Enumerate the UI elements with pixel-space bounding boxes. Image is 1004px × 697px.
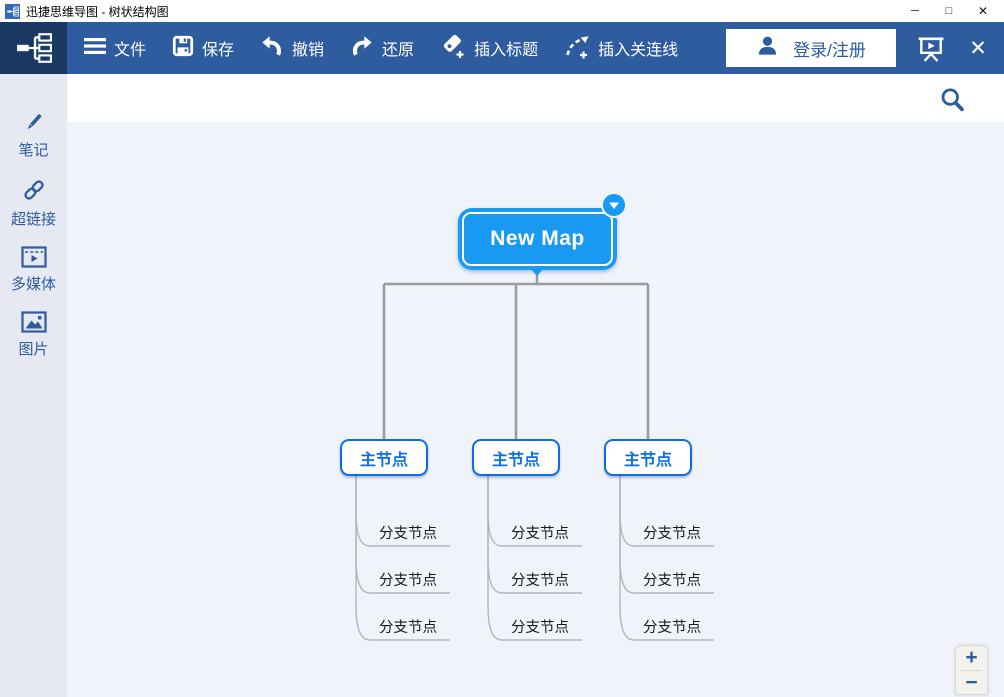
media-icon [20, 246, 47, 272]
tag-plus-icon [440, 33, 466, 64]
undo-icon [260, 34, 284, 63]
root-node-dropdown-button[interactable] [601, 192, 627, 218]
sidebar-label-image: 图片 [18, 341, 49, 358]
login-register-button[interactable]: 登录/注册 [726, 29, 896, 67]
save-label: 保存 [202, 42, 235, 59]
menu-icon [84, 37, 106, 60]
sidebar-label-hyperlink: 超链接 [10, 211, 56, 228]
save-icon [172, 35, 194, 62]
chevron-down-icon [609, 202, 619, 209]
zoom-control: + − [955, 645, 988, 695]
root-node-label: New Map [462, 212, 613, 266]
undo-button[interactable]: 撤销 [260, 34, 324, 63]
root-node-connector-notch [531, 269, 543, 276]
main-node-2[interactable]: 主节点 [472, 439, 560, 476]
branch-node[interactable]: 分支节点 [643, 620, 701, 636]
file-button[interactable]: 文件 [84, 36, 146, 60]
redo-label: 还原 [382, 42, 415, 59]
branch-node[interactable]: 分支节点 [643, 573, 701, 589]
sidebar-item-image[interactable]: 图片 [0, 311, 67, 358]
user-icon [756, 34, 779, 62]
sidebar-label-multimedia: 多媒体 [10, 276, 56, 293]
insert-title-label: 插入标题 [474, 42, 539, 59]
branch-node[interactable]: 分支节点 [643, 526, 701, 542]
branch-node[interactable]: 分支节点 [511, 526, 569, 542]
search-icon[interactable] [938, 86, 966, 114]
connector-lines [355, 270, 714, 641]
window-controls: ─ □ ✕ [898, 0, 1000, 22]
zoom-divider [961, 669, 982, 671]
titlebar: 迅捷思维导图 - 树状结构图 ─ □ ✕ [0, 0, 1004, 22]
mindmap-canvas[interactable]: New Map 主节点 主节点 主节点 分支节点 分支节点 分支节点 分支节点 … [67, 122, 1004, 697]
sidebar-label-notes: 笔记 [18, 142, 49, 159]
close-window-button[interactable]: ✕ [977, 4, 989, 18]
link-icon [21, 177, 47, 207]
branch-node[interactable]: 分支节点 [379, 620, 437, 636]
root-node[interactable]: New Map [458, 208, 617, 270]
toolbar-items: 文件 保存 [84, 22, 678, 74]
insert-title-button[interactable]: 插入标题 [440, 33, 538, 64]
app-logo-icon [5, 3, 20, 19]
sidebar-item-multimedia[interactable]: 多媒体 [0, 246, 67, 293]
insert-relation-button[interactable]: 插入关连线 [564, 33, 678, 64]
undo-label: 撤销 [292, 42, 325, 59]
window-title: 迅捷思维导图 - 树状结构图 [26, 4, 169, 19]
redo-icon [350, 34, 374, 63]
maximize-button[interactable]: □ [945, 5, 953, 17]
relation-line-plus-icon [564, 33, 590, 64]
image-icon [20, 311, 47, 337]
redo-button[interactable]: 还原 [350, 34, 414, 63]
main-node-3[interactable]: 主节点 [604, 439, 692, 476]
sidebar: 笔记 超链接 多媒体 [0, 74, 67, 697]
minimize-button[interactable]: ─ [911, 5, 919, 17]
main-node-1[interactable]: 主节点 [340, 439, 428, 476]
branch-node[interactable]: 分支节点 [511, 620, 569, 636]
toolbar: 文件 保存 [0, 22, 1004, 74]
insert-relation-label: 插入关连线 [598, 42, 679, 59]
canvas-topbar [67, 74, 1004, 122]
login-register-label: 登录/注册 [793, 40, 866, 60]
presentation-mode-button[interactable] [916, 34, 946, 62]
tree-logo-icon [0, 22, 67, 74]
branch-node[interactable]: 分支节点 [379, 526, 437, 542]
save-button[interactable]: 保存 [172, 35, 234, 62]
file-label: 文件 [114, 42, 147, 59]
branch-node[interactable]: 分支节点 [511, 573, 569, 589]
branch-node[interactable]: 分支节点 [379, 573, 437, 589]
sidebar-item-notes[interactable]: 笔记 [0, 110, 67, 159]
sidebar-item-hyperlink[interactable]: 超链接 [0, 177, 67, 228]
pencil-icon [22, 110, 46, 138]
zoom-in-button[interactable]: + [965, 646, 978, 670]
zoom-out-button[interactable]: − [965, 670, 978, 694]
close-document-button[interactable]: ✕ [969, 36, 987, 60]
